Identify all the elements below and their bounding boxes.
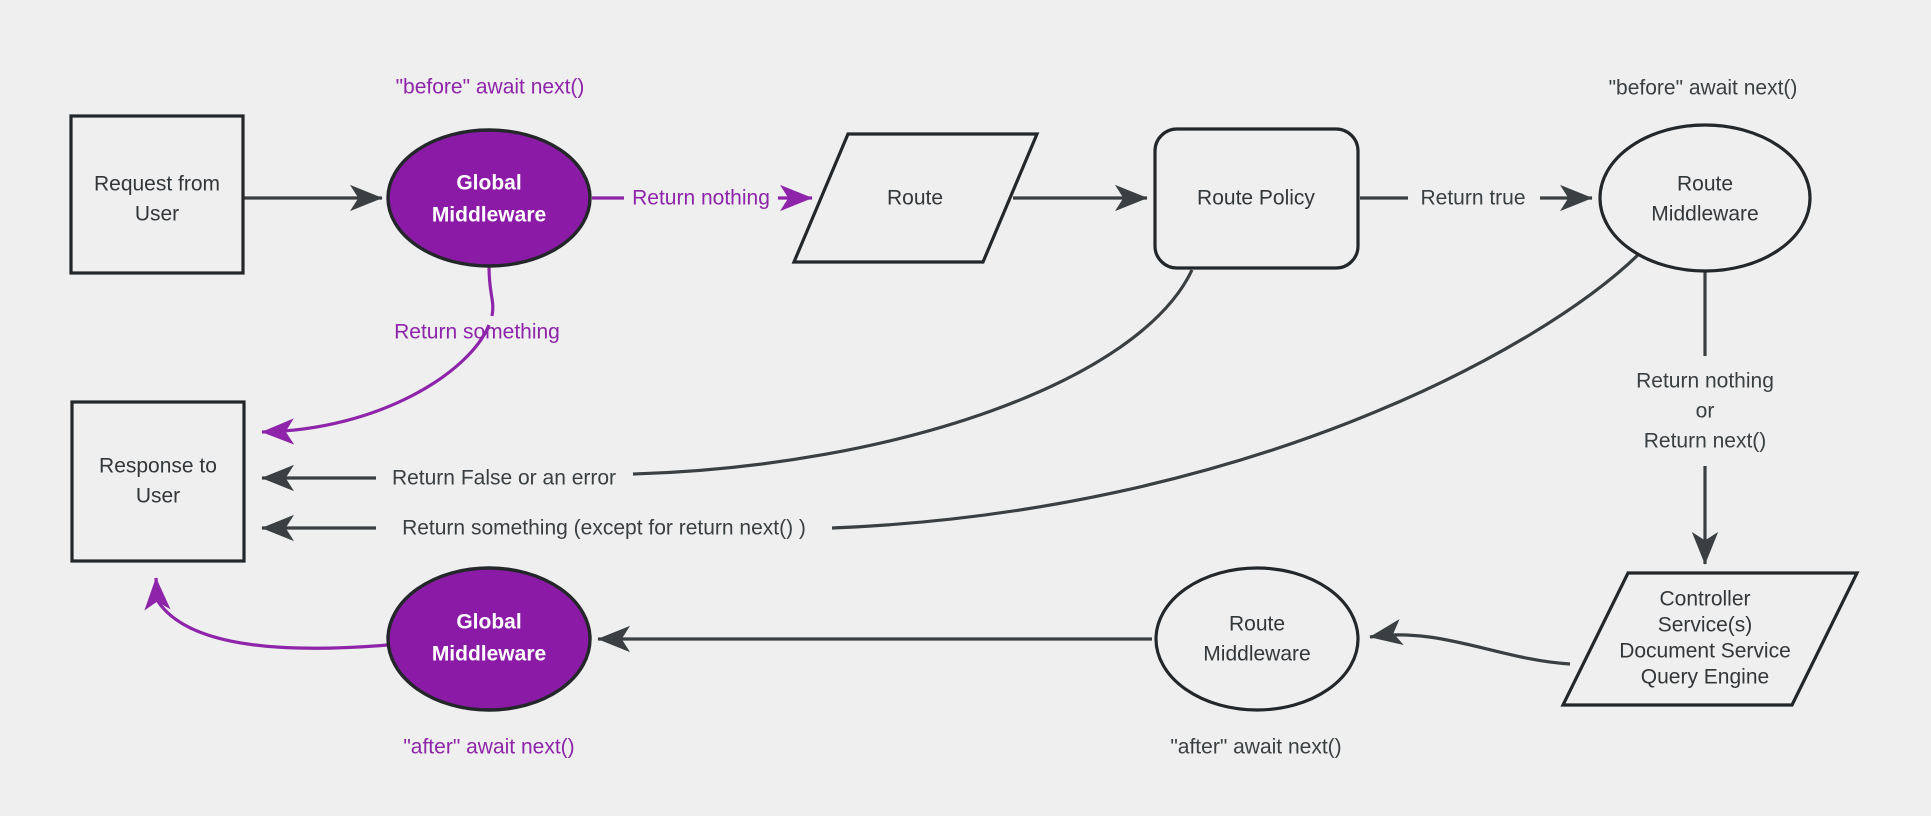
node-label-route-middleware-after-line2: Middleware	[1203, 643, 1310, 666]
edge-label-route-mw-return-line1: Return nothing	[1636, 370, 1774, 393]
node-route-middleware-before[interactable]: Route Middleware	[1598, 123, 1812, 273]
node-request-from-user[interactable]: Request from User	[69, 114, 245, 275]
edge-route-policy-to-route-middleware: Return true	[1360, 184, 1593, 212]
node-label-request-from-user-line1: Request from	[94, 173, 220, 196]
node-label-global-middleware-after-line1: Global	[456, 611, 521, 634]
node-label-controller-line1: Controller	[1659, 588, 1750, 611]
node-label-global-middleware-after-line2: Middleware	[432, 643, 546, 666]
node-label-route-middleware-after-line1: Route	[1229, 613, 1285, 636]
node-route-policy[interactable]: Route Policy	[1153, 127, 1360, 270]
edge-global-middleware-to-response: Return something	[261, 265, 560, 445]
node-label-request-from-user-line2: User	[135, 203, 179, 226]
edge-label-return-something-except-next: Return something (except for return next…	[402, 517, 806, 540]
node-controller-services[interactable]: Controller Service(s) Document Service Q…	[1560, 571, 1860, 707]
node-global-middleware-after[interactable]: Global Middleware	[386, 566, 592, 712]
node-label-route-middleware-before-line1: Route	[1677, 173, 1733, 196]
edge-label-return-nothing: Return nothing	[632, 187, 770, 210]
edge-label-route-mw-return-line2: or	[1696, 400, 1715, 423]
edge-label-return-false-or-error: Return False or an error	[392, 467, 616, 490]
node-route-middleware-after[interactable]: Route Middleware	[1154, 566, 1360, 712]
node-label-response-to-user-line2: User	[136, 485, 180, 508]
node-label-controller-line2: Service(s)	[1658, 614, 1753, 637]
node-label-response-to-user-line1: Response to	[99, 455, 217, 478]
edge-route-middleware-to-response-something: Return something (except for return next…	[261, 250, 1643, 542]
edge-label-return-true: Return true	[1420, 187, 1525, 210]
note-before-await-next-global: "before" await next()	[396, 76, 585, 99]
node-label-global-middleware-before-line1: Global	[456, 172, 521, 195]
edge-label-route-mw-return-line3: Return next()	[1644, 430, 1767, 453]
node-label-controller-line3: Document Service	[1619, 640, 1791, 663]
note-before-await-next-route: "before" await next()	[1609, 77, 1798, 100]
edge-controller-to-route-middleware-after	[1369, 619, 1571, 666]
edge-label-return-something: Return something	[394, 321, 560, 344]
edge-global-middleware-to-route: Return nothing	[592, 184, 813, 212]
edge-global-middleware-after-to-response	[144, 577, 389, 650]
node-label-global-middleware-before-line2: Middleware	[432, 204, 546, 227]
node-label-route-policy: Route Policy	[1197, 187, 1315, 210]
node-response-to-user[interactable]: Response to User	[70, 400, 246, 563]
note-after-await-next-global: "after" await next()	[403, 736, 574, 759]
node-global-middleware-before[interactable]: Global Middleware	[386, 128, 592, 268]
edge-route-middleware-to-controller: Return nothing or Return next()	[1636, 272, 1774, 565]
node-label-route: Route	[887, 187, 943, 210]
node-label-route-middleware-before-line2: Middleware	[1651, 203, 1758, 226]
node-label-controller-line4: Query Engine	[1641, 666, 1769, 689]
node-route[interactable]: Route	[791, 132, 1040, 264]
edge-route-policy-to-response-false: Return False or an error	[261, 269, 1194, 492]
note-after-await-next-route: "after" await next()	[1170, 736, 1341, 759]
